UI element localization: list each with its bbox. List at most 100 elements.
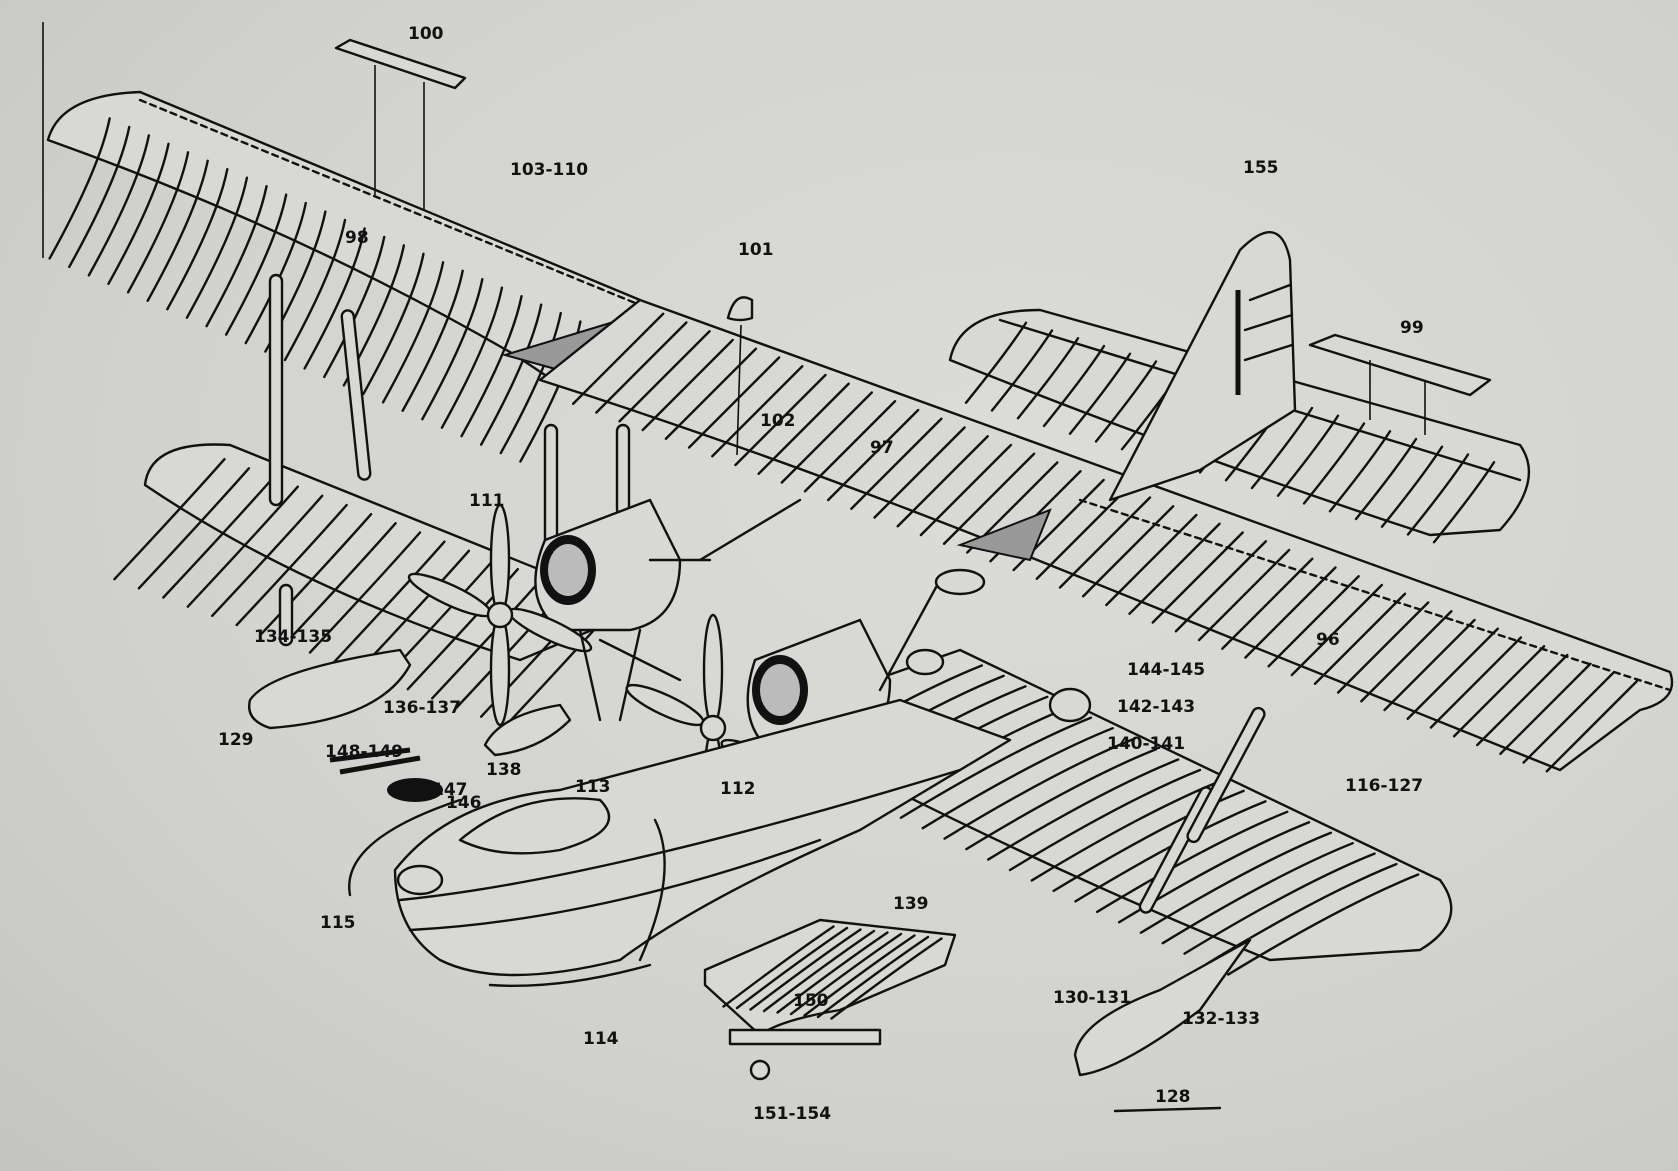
label-151-154: 151-154 (753, 1104, 832, 1124)
label-99: 99 (1400, 318, 1424, 338)
label-128-underline (1113, 1106, 1222, 1113)
wing-rib (735, 926, 849, 1010)
label-129: 129 (218, 730, 254, 750)
wing-rib (990, 329, 1054, 412)
float-left (248, 583, 412, 730)
machine-guns (329, 747, 443, 802)
label-114: 114 (583, 1029, 619, 1049)
wing-rib (284, 522, 397, 645)
label-111: 111 (469, 491, 505, 511)
wing-rib (1360, 610, 1453, 703)
radiator-ring-2 (1048, 687, 1092, 723)
wing-rib (421, 278, 484, 421)
wing-rib (965, 747, 1158, 851)
label-147: 147 (432, 780, 468, 800)
label-138: 138 (486, 760, 522, 780)
wing-rib (224, 193, 288, 336)
wing-rib (1197, 548, 1291, 642)
wing-rib (1522, 671, 1615, 764)
wing-rib (186, 485, 299, 608)
wing-rib (244, 201, 307, 345)
wing-rib (942, 452, 1036, 545)
label-101: 101 (738, 240, 774, 260)
wing-rib (1161, 841, 1354, 945)
wing-rib (964, 321, 1028, 404)
wing-rib (87, 134, 151, 277)
wing-rib (1151, 531, 1244, 624)
wing-rib (816, 935, 930, 1019)
label-150: 150 (793, 991, 829, 1011)
wing-rib (499, 311, 562, 455)
wing-rib (1406, 453, 1470, 536)
wing-rib (235, 503, 348, 627)
radiator-ring-3 (905, 648, 945, 676)
wing-rib (1226, 873, 1420, 976)
wing-rib (185, 176, 249, 319)
wing-rib (259, 512, 373, 636)
wing-rib (1042, 344, 1106, 428)
wing-rib (1174, 540, 1268, 633)
label-103-110: 103-110 (510, 160, 589, 180)
wing-rib (711, 365, 804, 458)
label-96: 96 (1316, 630, 1340, 650)
label-97: 97 (870, 438, 894, 458)
wing-rib (1096, 810, 1289, 914)
wing-rib (921, 726, 1114, 830)
struts-left (268, 273, 631, 547)
wing-rib (1183, 852, 1376, 955)
part-100 (334, 38, 467, 210)
label-113: 113 (575, 777, 611, 797)
strut-right-2 (1186, 706, 1266, 844)
wing-rib (205, 184, 268, 328)
wing-rib (1008, 768, 1202, 872)
wing-rib (571, 312, 665, 405)
fin (1108, 231, 1297, 502)
wing-rib (826, 408, 920, 502)
label-144-145: 144-145 (1127, 660, 1206, 680)
label-140-141: 140-141 (1107, 734, 1186, 754)
upper-wing-left (46, 90, 642, 463)
part-99 (1308, 333, 1492, 435)
wing-rib (618, 330, 711, 423)
wing-rib (137, 467, 251, 590)
wing-rib (1336, 601, 1430, 694)
wing-rib (780, 391, 874, 484)
wing-rib (303, 227, 366, 370)
lower-wing-left (113, 443, 642, 728)
wing-rib (803, 934, 916, 1017)
beaching-trolley (703, 918, 957, 1081)
strut-right-1 (1138, 786, 1214, 914)
wing-rib (1267, 575, 1360, 668)
wing-rib (166, 168, 229, 311)
wing-rib (113, 457, 226, 581)
label-102: 102 (760, 411, 796, 431)
wing-rib (850, 417, 943, 510)
wing-rib (381, 261, 445, 404)
wing-rib (1354, 437, 1418, 521)
wing-rib (308, 531, 422, 654)
wing-rib (401, 269, 464, 412)
wing-rib (479, 303, 543, 446)
label-139: 139 (893, 894, 929, 914)
wing-rib (803, 400, 897, 493)
wing-rib (146, 159, 209, 302)
wing-rib (48, 117, 111, 260)
wing-rib (440, 286, 504, 429)
wing-rib (1244, 566, 1337, 659)
label-132-133: 132-133 (1182, 1009, 1261, 1029)
wing-rib (734, 373, 827, 467)
wing-rib (595, 321, 688, 414)
wing-rib (1452, 645, 1546, 738)
wing-rib (162, 476, 275, 599)
wing-rib (722, 925, 835, 1008)
label-115: 115 (320, 913, 356, 933)
label-100: 100 (408, 24, 444, 44)
wing-rib (1313, 592, 1407, 685)
label-112: 112 (720, 779, 756, 799)
wing-rib (1016, 337, 1080, 420)
wing-rib (1499, 662, 1592, 755)
wing-rib (107, 142, 170, 286)
wing-rib (749, 928, 862, 1011)
label-148-149: 148-149 (325, 742, 404, 762)
